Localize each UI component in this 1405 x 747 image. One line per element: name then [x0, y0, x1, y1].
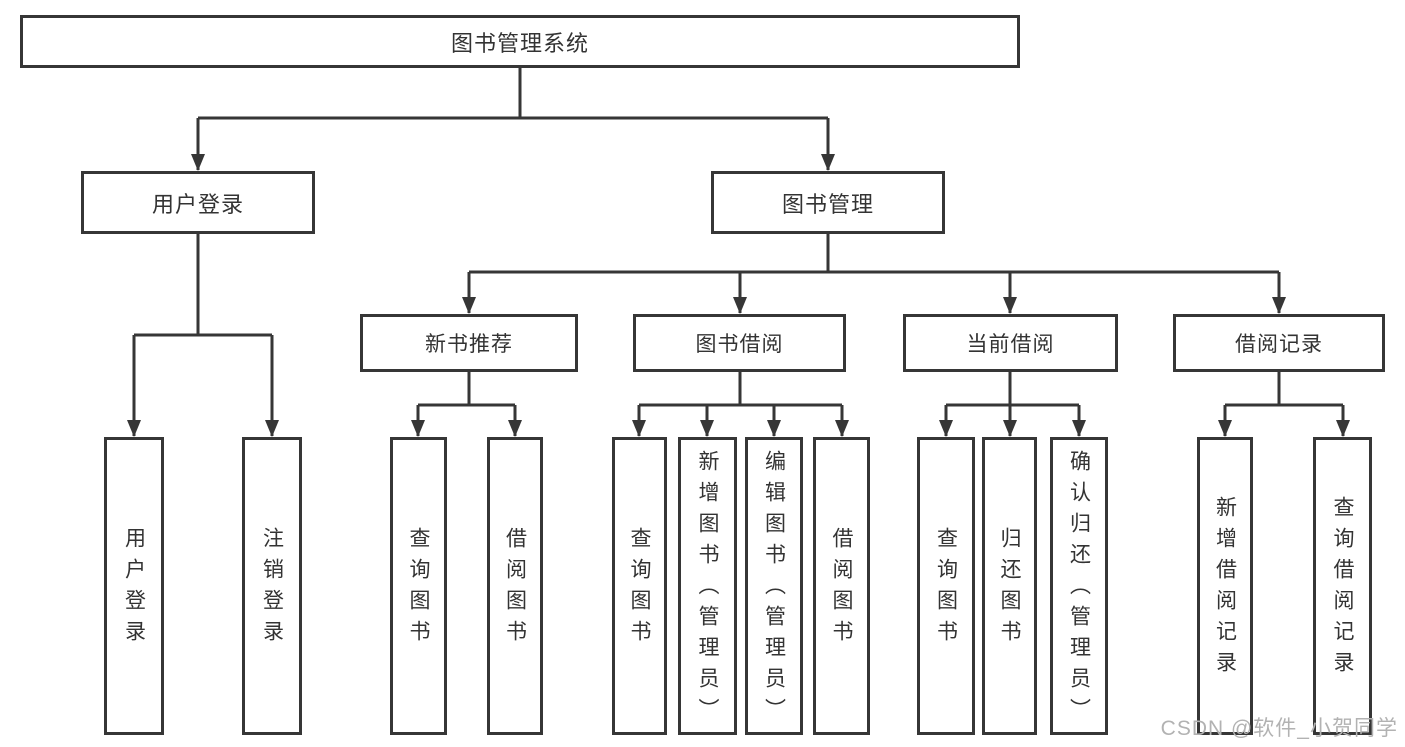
leaf-confirm-return-admin: 确认归还（管理员） — [1050, 437, 1108, 735]
connector-borrow-records-to-leaves — [1218, 372, 1350, 437]
leaf-query-book-under-current: 查询图书 — [917, 437, 975, 735]
leaf-borrow-book-under-borrow: 借阅图书 — [813, 437, 870, 735]
leaf-query-book-under-new-rec: 查询图书 — [390, 437, 447, 735]
connector-root-to-level2 — [191, 68, 835, 171]
leaf-edit-book-admin: 编辑图书（管理员） — [745, 437, 803, 735]
leaf-query-borrow-record: 查询借阅记录 — [1313, 437, 1372, 735]
connector-current-borrow-to-leaves — [939, 372, 1086, 437]
node-user-login: 用户登录 — [81, 171, 315, 234]
node-current-borrow: 当前借阅 — [903, 314, 1118, 372]
connector-book-borrow-to-leaves — [632, 372, 849, 437]
leaf-logout: 注销登录 — [242, 437, 302, 735]
connector-user-login-to-leaves — [127, 234, 279, 437]
node-book-borrow: 图书借阅 — [633, 314, 846, 372]
leaf-add-borrow-record: 新增借阅记录 — [1197, 437, 1253, 735]
leaf-user-login: 用户登录 — [104, 437, 164, 735]
node-borrow-records: 借阅记录 — [1173, 314, 1385, 372]
connector-new-book-rec-to-leaves — [411, 372, 522, 437]
node-root-system: 图书管理系统 — [20, 15, 1020, 68]
leaf-return-book: 归还图书 — [982, 437, 1037, 735]
node-book-management: 图书管理 — [711, 171, 945, 234]
node-new-book-recommend: 新书推荐 — [360, 314, 578, 372]
leaf-add-book-admin: 新增图书（管理员） — [678, 437, 737, 735]
csdn-watermark: CSDN @软件_小贺同学 — [1160, 717, 1398, 740]
leaf-query-book-under-borrow: 查询图书 — [612, 437, 667, 735]
connector-book-mgmt-to-level3 — [462, 234, 1286, 314]
leaf-borrow-book-under-new-rec: 借阅图书 — [487, 437, 543, 735]
